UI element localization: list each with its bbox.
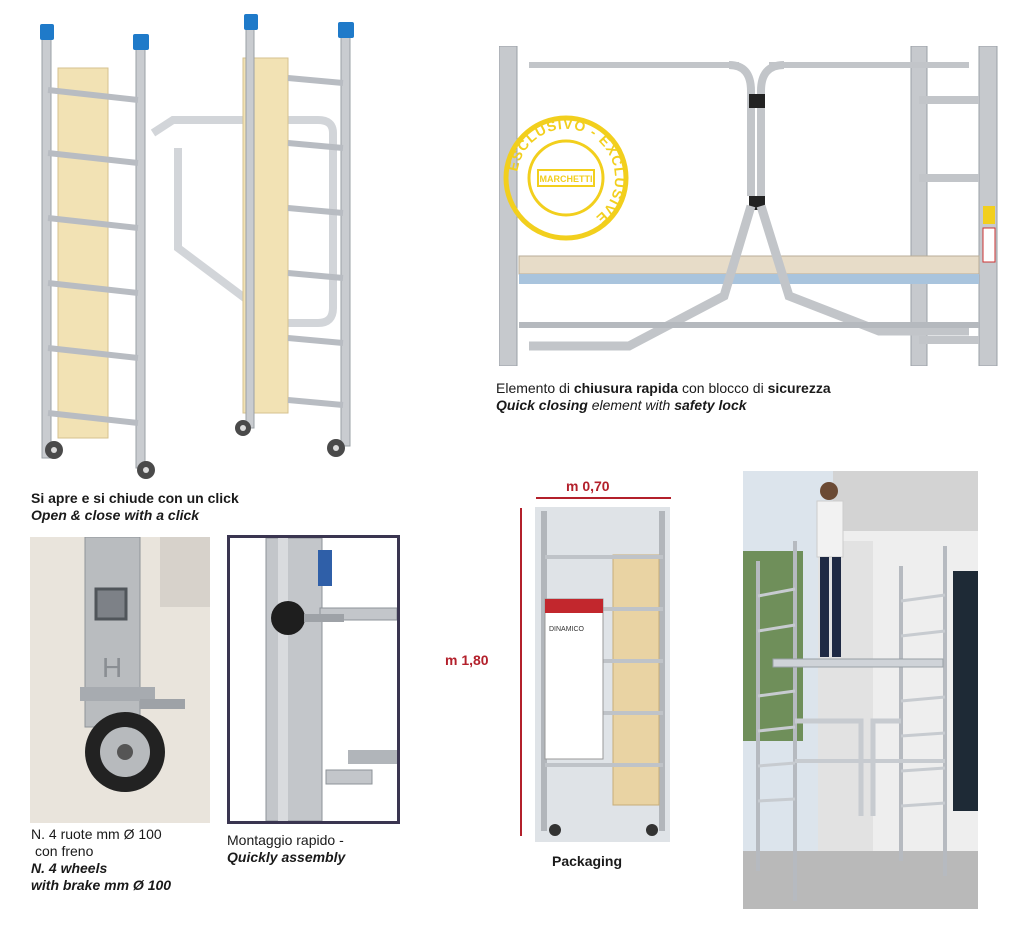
packaging-height-line bbox=[520, 508, 522, 836]
packaging-width-line bbox=[536, 497, 671, 499]
packaging-width-label: m 0,70 bbox=[566, 478, 610, 494]
packaging-height-label: m 1,80 bbox=[445, 652, 489, 668]
wheel-photo: H bbox=[30, 537, 210, 823]
quick-closing-illustration bbox=[499, 46, 998, 366]
caption-open-close-en: Open & close with a click bbox=[31, 507, 200, 523]
stamp-brand: MARCHETTI bbox=[540, 174, 593, 184]
stamp-text: ESCLUSIVO - EXCLUSIVE bbox=[504, 116, 627, 228]
caption-wheels: N. 4 ruote mm Ø 100 con freno N. 4 wheel… bbox=[31, 826, 171, 894]
packaging-caption: Packaging bbox=[552, 853, 623, 869]
caption-open-close: Si apre e si chiude con un click Open & … bbox=[31, 490, 239, 524]
svg-text:ESCLUSIVO - EXCLUSIVE: ESCLUSIVO - EXCLUSIVE bbox=[504, 116, 628, 228]
quick-assembly-photo bbox=[227, 535, 400, 824]
caption-wheels-en-1: N. 4 wheels bbox=[31, 860, 108, 876]
caption-wheels-en-2: with brake mm Ø 100 bbox=[31, 877, 172, 893]
folding-scaffold-illustration bbox=[40, 14, 354, 479]
scaffold-in-use-illustration bbox=[743, 471, 978, 909]
caption-quick-closing-it: Elemento di chiusura rapida con blocco d… bbox=[496, 380, 831, 396]
packaging-box-label: DINAMICO bbox=[549, 626, 585, 633]
caption-wheels-it-1: N. 4 ruote mm Ø 100 bbox=[31, 826, 162, 842]
caption-quick-closing: Elemento di chiusura rapida con blocco d… bbox=[496, 380, 831, 414]
exclusive-stamp-icon: ESCLUSIVO - EXCLUSIVE MARCHETTI bbox=[503, 115, 629, 241]
quick-assembly-illustration bbox=[265, 538, 397, 821]
packaging-photo: DINAMICO bbox=[535, 507, 670, 842]
caption-open-close-it: Si apre e si chiude con un click bbox=[31, 490, 239, 506]
folding-scaffold-photo bbox=[28, 8, 368, 486]
caption-assembly-it: Montaggio rapido - bbox=[227, 832, 344, 848]
caption-assembly: Montaggio rapido - Quickly assembly bbox=[227, 832, 345, 866]
scaffold-in-use-photo bbox=[743, 471, 978, 909]
wheel-illustration: H bbox=[30, 537, 210, 823]
caption-wheels-it-2: con freno bbox=[35, 843, 94, 859]
caption-assembly-en: Quickly assembly bbox=[227, 849, 346, 865]
packaging-illustration: DINAMICO bbox=[535, 507, 670, 842]
quick-closing-photo: ESCLUSIVO - EXCLUSIVE MARCHETTI bbox=[499, 46, 998, 366]
caption-quick-closing-en: Quick closing element with safety lock bbox=[496, 397, 747, 413]
svg-text:H: H bbox=[102, 652, 122, 683]
exclusive-stamp: ESCLUSIVO - EXCLUSIVE MARCHETTI bbox=[502, 114, 630, 242]
